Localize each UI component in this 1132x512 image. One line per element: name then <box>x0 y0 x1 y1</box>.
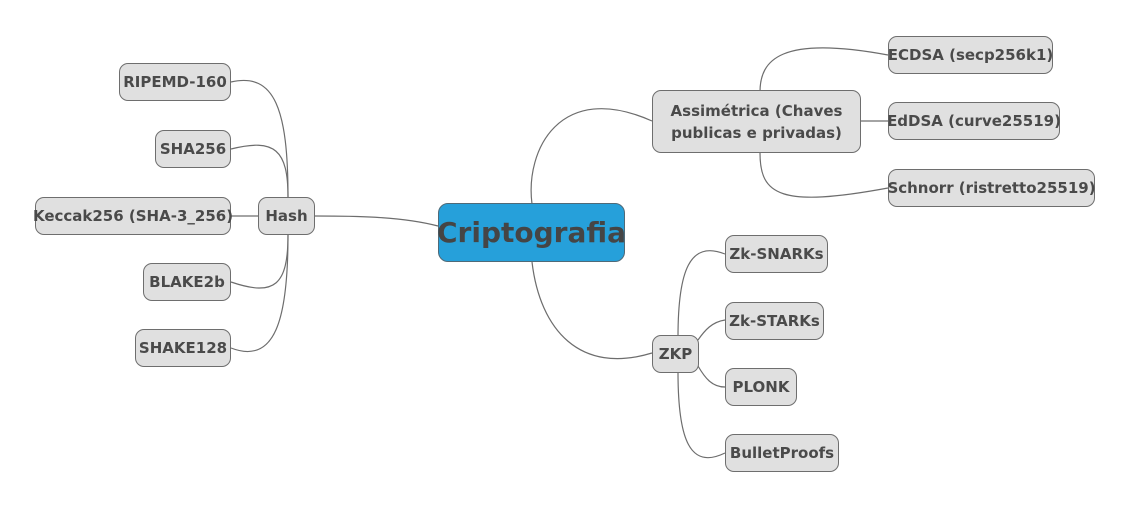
connector-zkp-starks <box>697 319 726 341</box>
branch-node-hash[interactable]: Hash <box>258 197 315 235</box>
leaf-node-zk-starks[interactable]: Zk-STARKs <box>725 302 824 340</box>
branch-label-zkp: ZKP <box>658 345 693 363</box>
connector-zkp-bulletproofs <box>677 371 726 459</box>
leaf-label: Zk-STARKs <box>729 312 820 330</box>
connector-zkp-snarks <box>677 250 726 338</box>
leaf-node-keccak256[interactable]: Keccak256 (SHA-3_256) <box>32 197 234 235</box>
connector-root-asymmetric <box>530 108 653 205</box>
leaf-node-ecdsa[interactable]: ECDSA (secp256k1) <box>888 36 1053 74</box>
leaf-label: SHA256 <box>159 140 227 158</box>
leaf-node-sha256[interactable]: SHA256 <box>155 130 231 168</box>
leaf-node-schnorr[interactable]: Schnorr (ristretto25519) <box>887 169 1096 207</box>
branch-node-zkp[interactable]: ZKP <box>652 335 699 373</box>
leaf-label: BulletProofs <box>729 444 835 462</box>
leaf-node-blake2b[interactable]: BLAKE2b <box>143 263 231 301</box>
leaf-label: EdDSA (curve25519) <box>887 112 1061 130</box>
branch-label-asymmetric: Assimétrica (Chaves publicas e privadas) <box>670 101 843 142</box>
leaf-label: Schnorr (ristretto25519) <box>887 179 1096 197</box>
leaf-node-ripemd160[interactable]: RIPEMD-160 <box>119 63 231 101</box>
connector-asym-schnorr <box>759 152 889 198</box>
connector-asym-ecdsa <box>759 47 889 93</box>
connector-hash-sha256 <box>230 144 289 198</box>
connector-hash-blake2b <box>230 234 289 289</box>
leaf-label: RIPEMD-160 <box>123 73 227 91</box>
leaf-label: BLAKE2b <box>149 273 225 291</box>
branch-node-asymmetric[interactable]: Assimétrica (Chaves publicas e privadas) <box>652 90 861 153</box>
leaf-label: PLONK <box>732 378 790 396</box>
connector-root-hash <box>314 215 439 227</box>
connector-hash-ripemd <box>230 79 289 198</box>
leaf-node-bulletproofs[interactable]: BulletProofs <box>725 434 839 472</box>
connector-root-zkp <box>531 261 653 360</box>
leaf-label: Keccak256 (SHA-3_256) <box>32 207 234 225</box>
leaf-node-eddsa[interactable]: EdDSA (curve25519) <box>887 102 1061 140</box>
root-label: Criptografia <box>437 215 627 249</box>
branch-label-hash: Hash <box>265 207 308 225</box>
root-node-criptografia[interactable]: Criptografia <box>437 203 627 262</box>
leaf-label: SHAKE128 <box>138 339 228 357</box>
connector-zkp-plonk <box>697 365 726 388</box>
connector-hash-shake128 <box>230 234 289 353</box>
leaf-node-plonk[interactable]: PLONK <box>725 368 797 406</box>
leaf-label: ECDSA (secp256k1) <box>887 46 1054 64</box>
leaf-node-zk-snarks[interactable]: Zk-SNARKs <box>725 235 828 273</box>
leaf-node-shake128[interactable]: SHAKE128 <box>135 329 231 367</box>
leaf-label: Zk-SNARKs <box>729 245 824 263</box>
